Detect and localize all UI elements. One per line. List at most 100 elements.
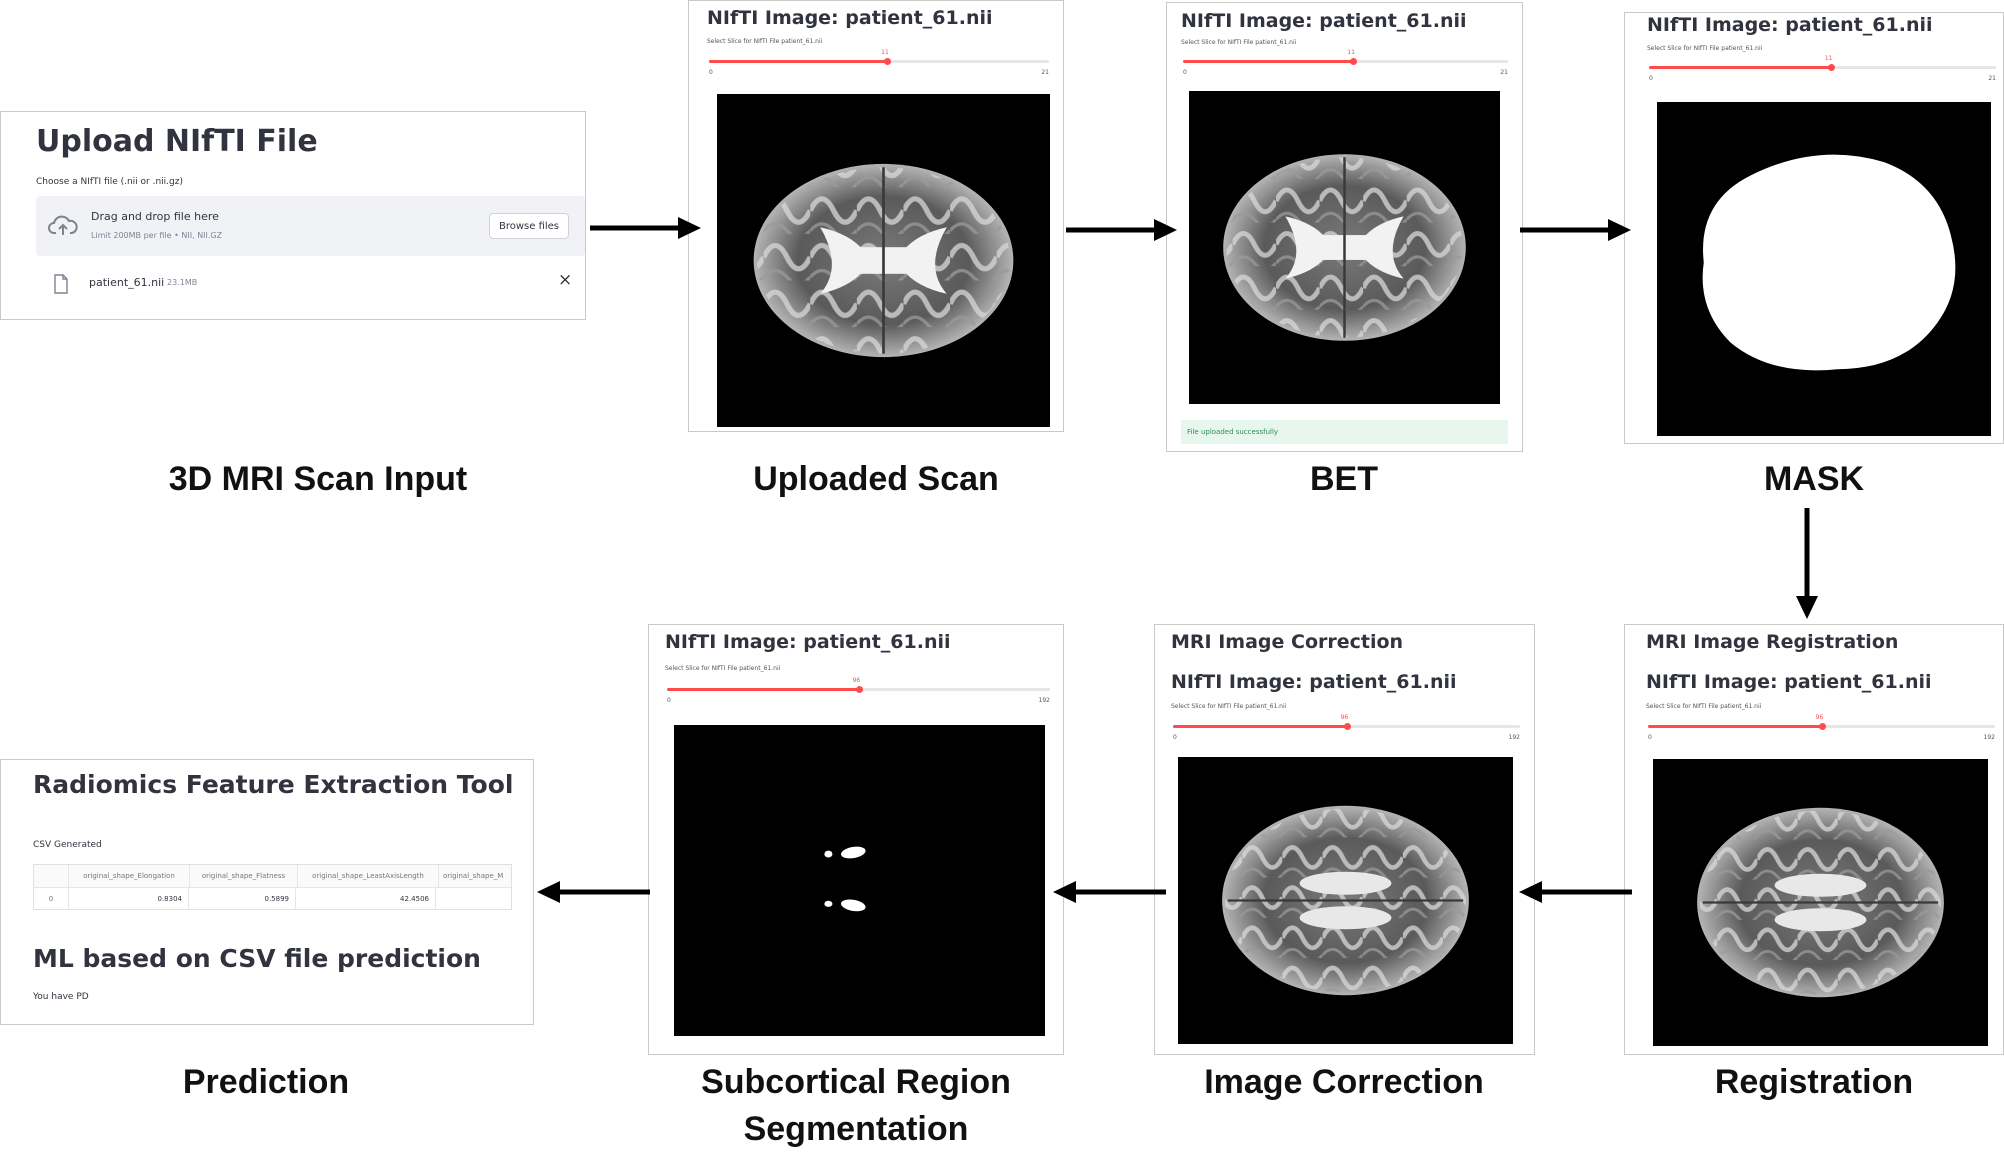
slider-fill: [709, 60, 888, 63]
caption-uploaded: Uploaded Scan: [753, 460, 999, 498]
slider-thumb[interactable]: [1818, 723, 1826, 730]
slider-value: 96: [1340, 714, 1349, 721]
prediction-panel: Radiomics Feature Extraction Tool CSV Ge…: [0, 759, 534, 1025]
panel-heading: MRI Image Registration: [1646, 631, 1899, 653]
caption-mask: MASK: [1763, 460, 1865, 498]
slider-max: 192: [1038, 697, 1050, 704]
file-icon: [53, 274, 69, 298]
panel-title: NIfTI Image: patient_61.nii: [665, 631, 951, 653]
upload-title: Upload NIfTI File: [36, 124, 318, 159]
arrow-right-icon: [590, 217, 701, 239]
uploaded-scan-panel: NIfTI Image: patient_61.nii Select Slice…: [688, 0, 1064, 432]
registered-slice-image: [1653, 759, 1988, 1046]
slider-value: 11: [1347, 49, 1355, 56]
slider-label: Select Slice for NIfTI File patient_61.n…: [1647, 45, 1763, 52]
corrected-slice-image: [1178, 757, 1513, 1044]
slider-min: 0: [1183, 69, 1187, 76]
choose-file-label: Choose a NIfTI file (.nii or .nii.gz): [36, 177, 183, 187]
slider-thumb[interactable]: [1827, 64, 1835, 71]
csv-generated-label: CSV Generated: [33, 840, 102, 850]
arrow-left-icon: [537, 881, 650, 903]
caption-segmentation-line2: Segmentation: [743, 1110, 969, 1148]
slider-value: 96: [852, 677, 861, 684]
brain-mask-image: [1657, 102, 1991, 436]
slider-thumb[interactable]: [1343, 723, 1351, 730]
slider-min: 0: [667, 697, 671, 704]
slice-slider[interactable]: 11 0 21: [709, 49, 1049, 76]
success-message: File uploaded successfully: [1181, 420, 1508, 444]
slice-slider[interactable]: 11 0 21: [1183, 49, 1508, 76]
segmentation-panel: NIfTI Image: patient_61.nii Select Slice…: [648, 624, 1064, 1055]
panel-heading: MRI Image Correction: [1171, 631, 1404, 653]
arrow-down-icon: [1796, 508, 1818, 619]
slider-value: 96: [1815, 714, 1824, 721]
caption-correction: Image Correction: [1204, 1063, 1484, 1101]
caption-input: 3D MRI Scan Input: [168, 460, 468, 498]
slider-fill: [1648, 725, 1822, 728]
panel-title: NIfTI Image: patient_61.nii: [1171, 671, 1457, 693]
slider-thumb[interactable]: [884, 58, 892, 65]
slider-fill: [667, 688, 859, 691]
registration-panel: MRI Image Registration NIfTI Image: pati…: [1624, 624, 2004, 1055]
mask-panel: NIfTI Image: patient_61.nii Select Slice…: [1624, 12, 2004, 444]
table-header-cell: [34, 865, 69, 887]
slider-min: 0: [1649, 75, 1653, 82]
prediction-title: Radiomics Feature Extraction Tool: [33, 770, 514, 799]
slider-thumb[interactable]: [1350, 58, 1358, 65]
caption-prediction: Prediction: [182, 1063, 350, 1101]
slider-max: 21: [1041, 69, 1049, 76]
panel-title: NIfTI Image: patient_61.nii: [707, 7, 993, 29]
slider-value: 11: [881, 49, 889, 56]
slider-max: 21: [1988, 75, 1996, 82]
caption-segmentation-line1: Subcortical Region: [701, 1063, 1011, 1101]
bet-panel: NIfTI Image: patient_61.nii Select Slice…: [1166, 2, 1523, 452]
file-dropzone[interactable]: Drag and drop file here Limit 200MB per …: [36, 196, 585, 256]
slider-min: 0: [1648, 734, 1652, 741]
slider-max: 21: [1500, 69, 1508, 76]
slider-label: Select Slice for NIfTI File patient_61.n…: [1181, 39, 1297, 46]
slider-fill: [1183, 60, 1354, 63]
table-header-cell: original_shape_M: [443, 872, 504, 880]
ml-prediction-title: ML based on CSV file prediction: [33, 944, 481, 973]
table-header-row: original_shape_Elongation original_shape…: [34, 865, 511, 888]
features-table: original_shape_Elongation original_shape…: [33, 864, 512, 910]
slider-max: 192: [1983, 734, 1995, 741]
uploaded-file-name: patient_61.nii: [89, 276, 165, 289]
table-cell: 0.8304: [69, 888, 189, 910]
slice-slider[interactable]: 96 0 192: [1648, 714, 1995, 741]
slice-slider[interactable]: 96 0 192: [667, 677, 1050, 704]
browse-files-button[interactable]: Browse files: [489, 213, 569, 239]
slider-label: Select Slice for NIfTI File patient_61.n…: [1646, 703, 1762, 710]
prediction-result: You have PD: [33, 992, 89, 1002]
slice-slider[interactable]: 11 0 21: [1649, 55, 1996, 82]
table-header-cell: original_shape_LeastAxisLength: [298, 865, 439, 887]
dropzone-limit: Limit 200MB per file • NII, NII.GZ: [91, 231, 223, 240]
panel-title: NIfTI Image: patient_61.nii: [1647, 14, 1933, 36]
table-header-cell: original_shape_Elongation: [69, 865, 190, 887]
slider-fill: [1173, 725, 1347, 728]
caption-registration: Registration: [1714, 1063, 1914, 1101]
slice-slider[interactable]: 96 0 192: [1173, 714, 1520, 741]
panel-title: NIfTI Image: patient_61.nii: [1181, 10, 1467, 32]
correction-panel: MRI Image Correction NIfTI Image: patien…: [1154, 624, 1535, 1055]
dropzone-title: Drag and drop file here: [91, 210, 219, 223]
table-cell: 0: [34, 888, 69, 910]
arrow-left-icon: [1519, 881, 1632, 903]
uploaded-file-size: 23.1MB: [167, 278, 198, 287]
arrow-right-icon: [1520, 219, 1631, 241]
arrow-left-icon: [1053, 881, 1166, 903]
slider-max: 192: [1508, 734, 1520, 741]
slider-label: Select Slice for NIfTI File patient_61.n…: [707, 38, 823, 45]
slider-thumb[interactable]: [855, 686, 863, 693]
remove-file-icon[interactable]: ×: [558, 270, 573, 290]
caption-bet: BET: [1310, 460, 1378, 498]
slider-label: Select Slice for NIfTI File patient_61.n…: [665, 665, 781, 672]
upload-panel: Upload NIfTI File Choose a NIfTI file (.…: [0, 111, 586, 320]
table-cell: 0.5899: [189, 888, 296, 910]
table-cell: [436, 888, 511, 910]
slider-fill: [1649, 66, 1831, 69]
cloud-upload-icon: [48, 214, 78, 242]
slider-min: 0: [1173, 734, 1177, 741]
slider-value: 11: [1824, 55, 1833, 62]
mri-slice-image: [717, 94, 1050, 427]
